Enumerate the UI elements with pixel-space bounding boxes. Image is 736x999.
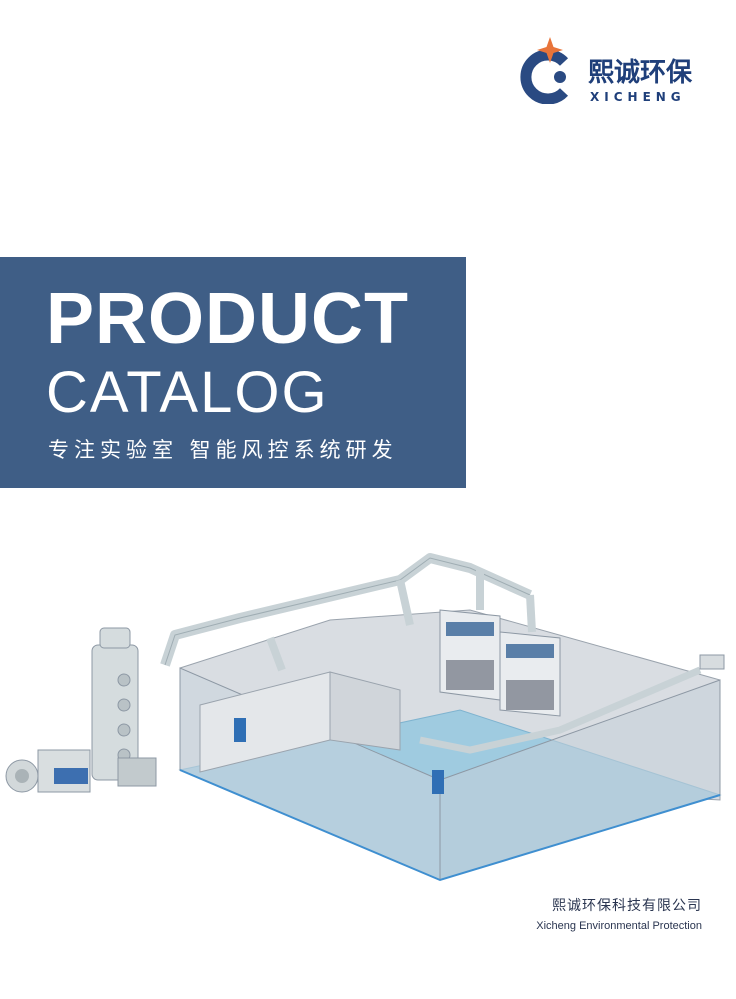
fume-hood-1 [439,609,501,701]
laboratory-ventilation-illustration [5,553,725,882]
title-banner [0,257,466,488]
catalog-title-line2: CATALOG [46,360,329,425]
catalog-tagline: 专注实验室 智能风控系统研发 [48,438,398,462]
brand-logo-icon [520,37,569,104]
company-name-en: Xicheng Environmental Protection [536,920,702,932]
catalog-title-line1: PRODUCT [46,279,409,359]
fan-filter-unit [5,749,91,793]
brand-name-en: XICHENG [590,90,686,104]
brand-name-cn: 熙诚环保 [588,58,693,88]
fume-hood-2 [499,631,561,717]
brand-logo: 熙诚环保 XICHENG [520,34,710,104]
scrubber-tower [91,627,157,787]
company-name-cn: 熙诚环保科技有限公司 [552,898,702,914]
